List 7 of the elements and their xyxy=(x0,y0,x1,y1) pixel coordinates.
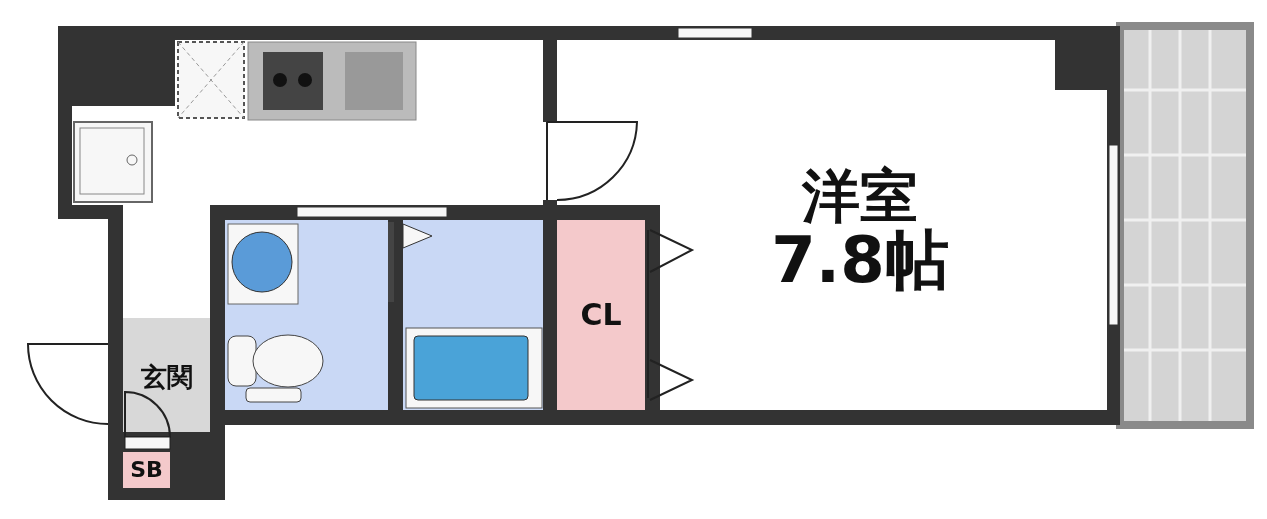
closet-area xyxy=(557,220,645,410)
room-label: 玄関 xyxy=(140,364,193,392)
closet-area xyxy=(123,452,170,488)
room-label: SB xyxy=(130,458,163,482)
room-name: 洋室 xyxy=(802,165,918,227)
room-label: CL xyxy=(580,299,622,331)
room-size: 7.8帖 xyxy=(771,226,949,295)
